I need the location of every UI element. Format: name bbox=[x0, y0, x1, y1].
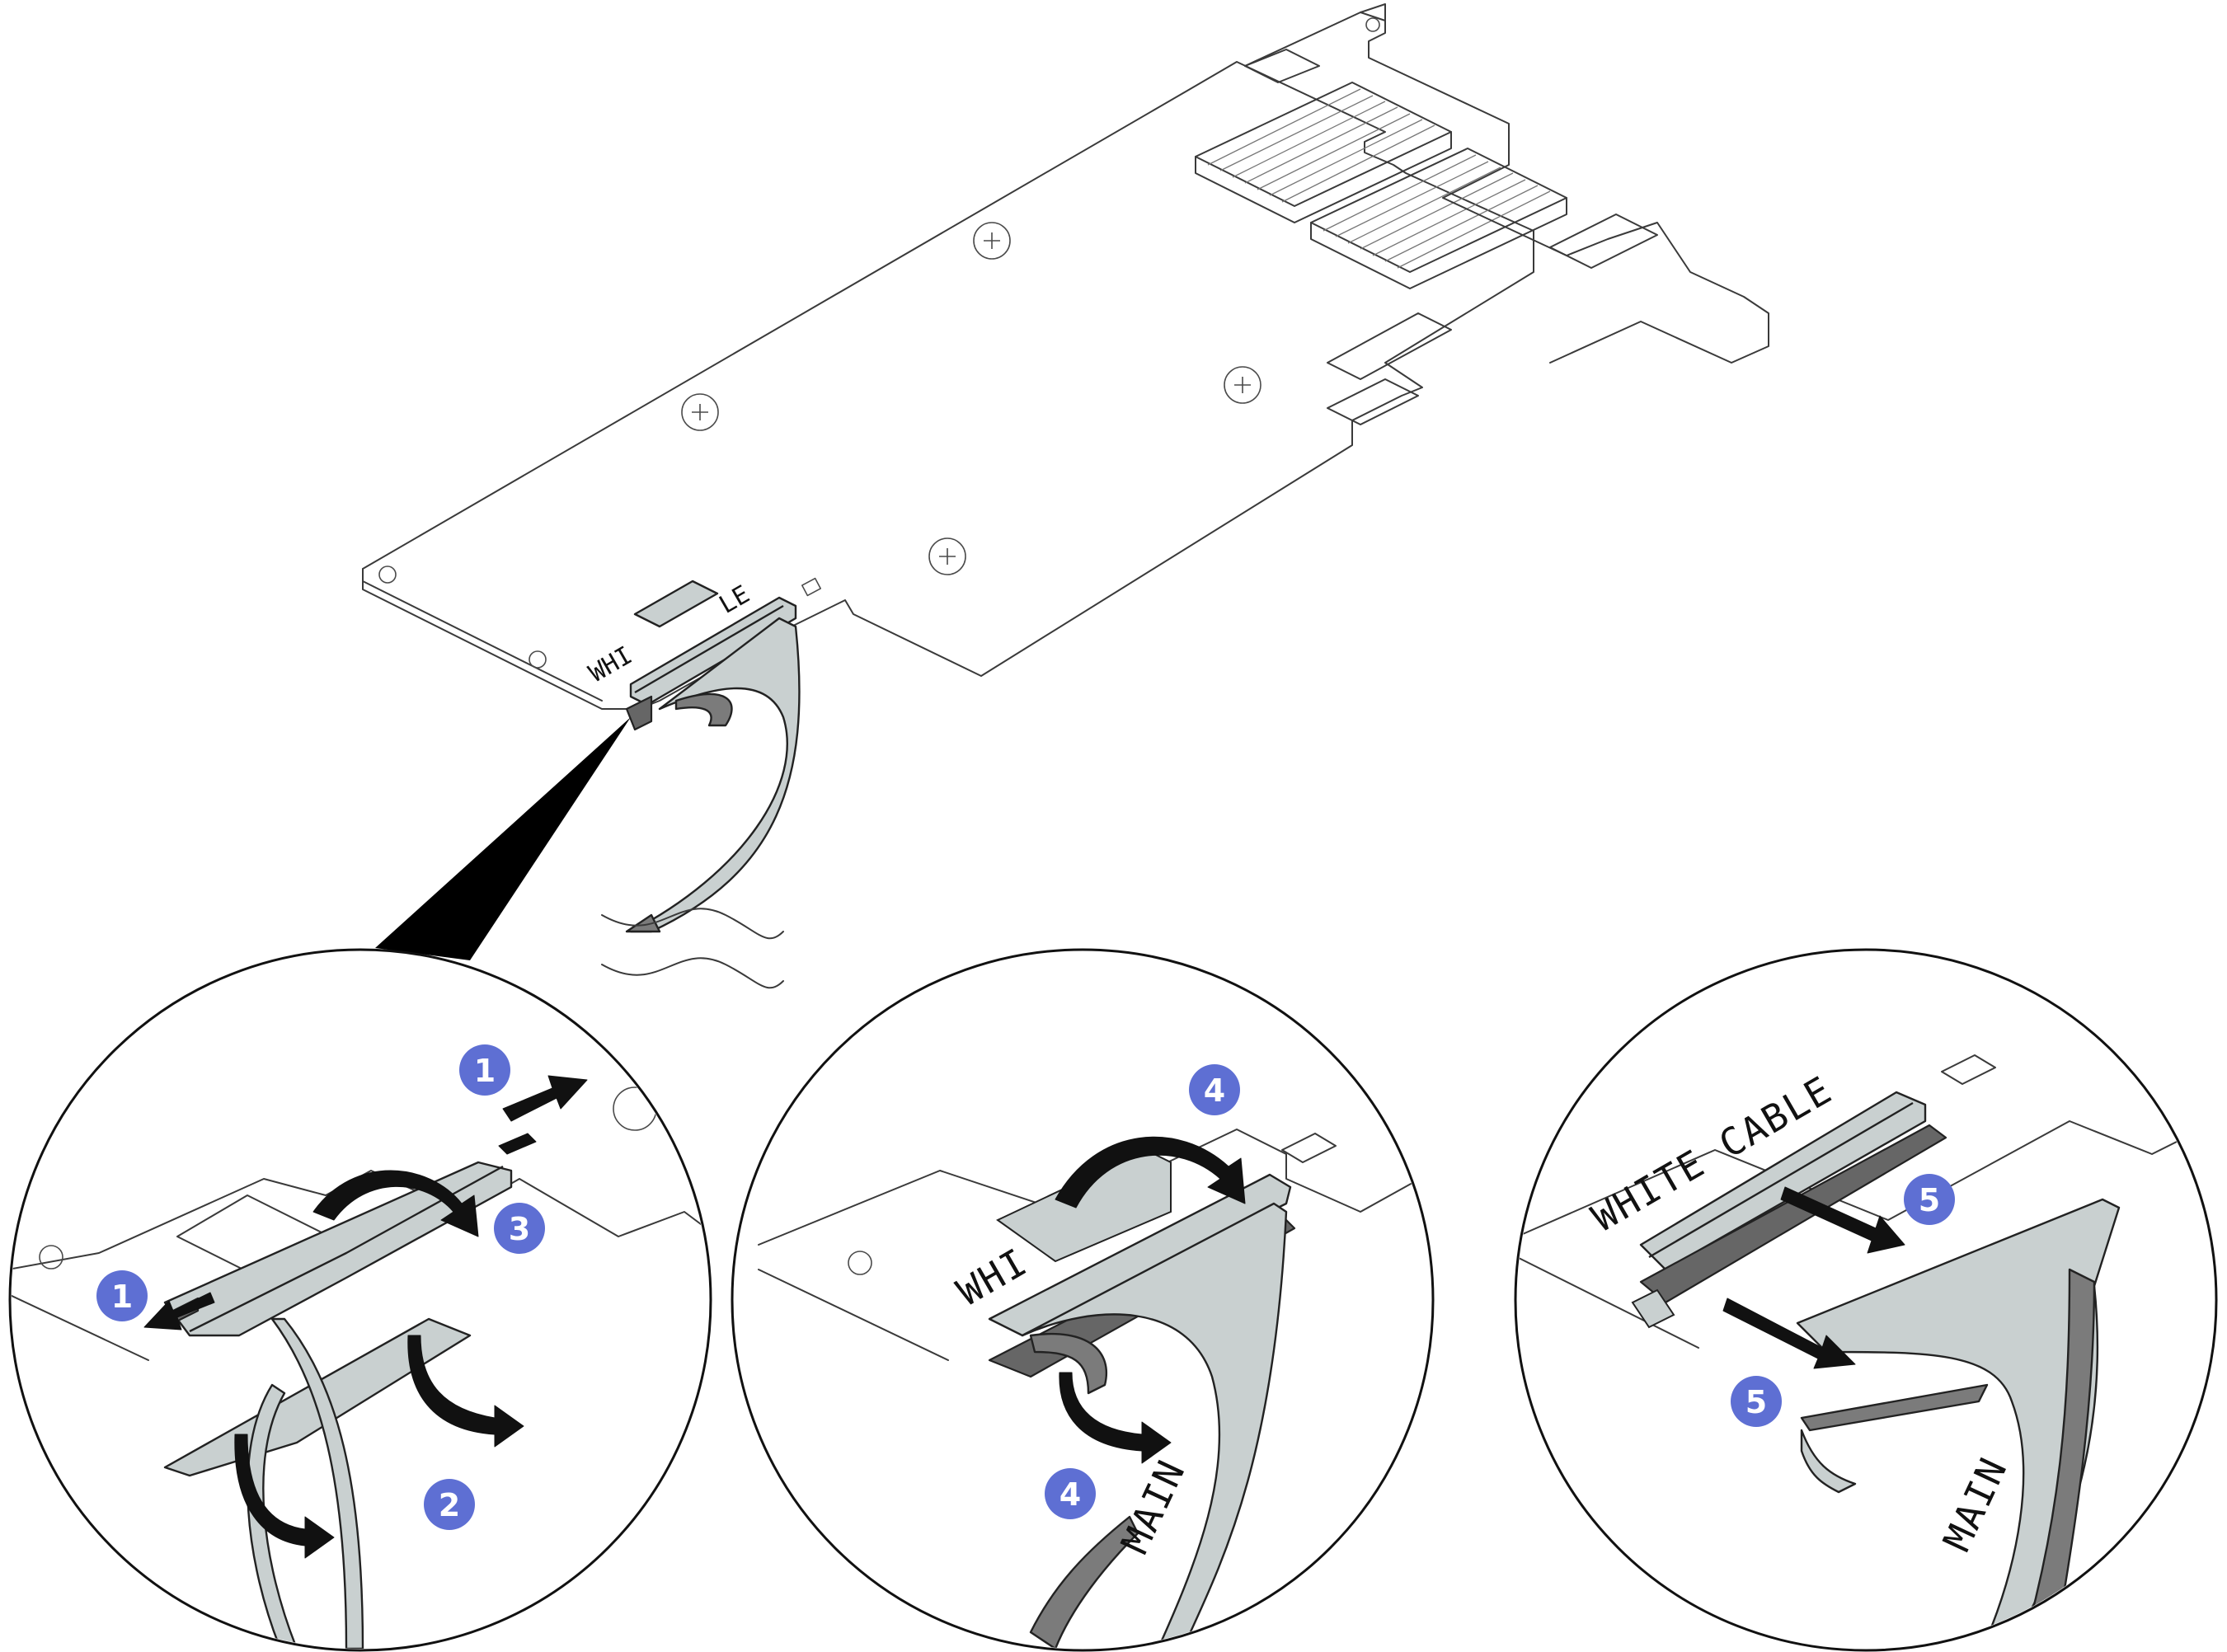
board-connector bbox=[625, 580, 797, 731]
callout-1-top: 1 bbox=[459, 1044, 510, 1096]
svg-text:4: 4 bbox=[1059, 1476, 1081, 1513]
arrow-slide-5a bbox=[1780, 1186, 1905, 1254]
cable-break-upper bbox=[601, 908, 784, 940]
svg-text:2: 2 bbox=[439, 1487, 460, 1523]
screw-hole-1 bbox=[973, 222, 1011, 260]
heatsink-right bbox=[1310, 148, 1567, 289]
callout-2: 2 bbox=[424, 1479, 475, 1530]
arrow-rotate-4 bbox=[1055, 1136, 1246, 1208]
callout-3: 3 bbox=[494, 1203, 545, 1254]
arrow-lift-4 bbox=[1059, 1372, 1172, 1464]
arrow-rotate-3 bbox=[312, 1170, 479, 1237]
callout-5-top: 5 bbox=[1904, 1174, 1955, 1225]
raid-adapter-board: WHI LE bbox=[362, 3, 1769, 989]
board-cable bbox=[625, 617, 801, 933]
screw-hole-3 bbox=[1224, 366, 1261, 404]
svg-text:5: 5 bbox=[1919, 1182, 1940, 1218]
board-label-right: LE bbox=[715, 580, 755, 620]
svg-text:1: 1 bbox=[111, 1279, 133, 1315]
board-label-left: WHI bbox=[585, 641, 637, 688]
arrow-lift-2b bbox=[234, 1434, 335, 1559]
arrow-slide-5b bbox=[1722, 1298, 1856, 1369]
bracket-slot bbox=[1327, 312, 1452, 380]
heatsink-left bbox=[1195, 82, 1452, 223]
detail-view-2: WHI MAIN 4 4 bbox=[731, 948, 1435, 1652]
callout-4-top: 4 bbox=[1189, 1064, 1240, 1115]
arrow-slide-left bbox=[143, 1292, 215, 1331]
detail-view-1: 1 1 3 2 bbox=[8, 948, 712, 1652]
callout-5-bottom: 5 bbox=[1731, 1376, 1782, 1427]
svg-text:5: 5 bbox=[1745, 1384, 1767, 1420]
cable-break-lower bbox=[601, 957, 784, 989]
svg-text:3: 3 bbox=[509, 1211, 530, 1247]
svg-text:4: 4 bbox=[1204, 1072, 1225, 1109]
svg-text:1: 1 bbox=[474, 1053, 496, 1089]
zoom-pointer bbox=[375, 717, 631, 960]
mount-hole bbox=[378, 566, 397, 584]
arrow-slide-right bbox=[502, 1075, 588, 1122]
screw-hole-4 bbox=[928, 537, 966, 575]
arrow-lift-2a bbox=[407, 1335, 524, 1448]
callout-4-bottom: 4 bbox=[1045, 1468, 1096, 1519]
pci-bracket bbox=[1244, 3, 1769, 364]
callout-1-left: 1 bbox=[96, 1270, 148, 1321]
detail-view-3: WHITE CABLE MAIN 5 5 bbox=[1514, 948, 2218, 1652]
screw-hole-2 bbox=[681, 393, 719, 431]
mount-hole bbox=[529, 650, 547, 669]
